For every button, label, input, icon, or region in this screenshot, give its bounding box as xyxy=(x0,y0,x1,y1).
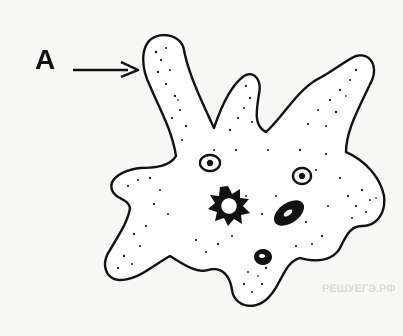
food-vacuole-right xyxy=(293,168,311,184)
small-vacuole xyxy=(254,249,272,265)
watermark-text: РЕШУЕГЭ.РФ xyxy=(322,283,396,295)
label-a: A xyxy=(35,46,55,74)
label-arrow xyxy=(73,62,138,77)
amoeba-cell-outline xyxy=(105,35,384,306)
food-vacuole-left xyxy=(200,155,220,171)
